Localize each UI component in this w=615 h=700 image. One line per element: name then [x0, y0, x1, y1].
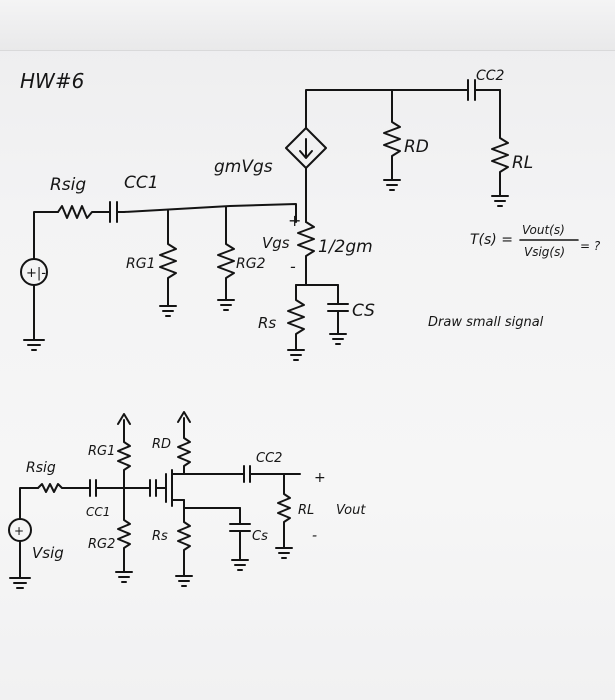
rl-resistor-orig — [277, 473, 291, 549]
monitor-top-bar — [0, 0, 615, 51]
rsig-resistor-orig — [37, 483, 85, 493]
rg2-resistor-orig — [117, 487, 131, 573]
rl-resistor — [491, 89, 509, 197]
rg1-label-orig: RG1 — [88, 444, 115, 459]
instruction-text: Draw small signal — [428, 315, 544, 330]
rd-resistor-orig — [177, 417, 191, 475]
rg1-label: RG1 — [126, 256, 155, 272]
ground-cs-orig — [231, 559, 249, 571]
cc1-capacitor — [103, 201, 125, 223]
ground-rg2 — [217, 299, 235, 311]
vout-minus: - — [312, 528, 317, 544]
transfer-question: = ? — [580, 239, 601, 253]
original-circuit: + Vsig Rsig CC1 RG1 RG2 RD — [8, 411, 366, 589]
vsig-plus: + — [14, 524, 24, 538]
cs-capacitor-orig — [229, 507, 251, 561]
rg1-resistor-orig — [117, 419, 131, 489]
transfer-numerator: Vout(s) — [522, 223, 565, 237]
cs-label: CS — [352, 301, 375, 321]
ground-rd — [383, 179, 401, 191]
rsig-resistor — [57, 205, 105, 219]
ground-rs-orig — [175, 575, 193, 587]
rg2-label-orig: RG2 — [88, 537, 115, 552]
source-wires — [33, 211, 59, 341]
ground-vsig — [9, 577, 31, 589]
rs-resistor — [287, 284, 305, 351]
cc1-label: CC1 — [124, 173, 159, 193]
vgs-minus: - — [290, 257, 296, 276]
vsig-wires — [19, 487, 39, 579]
cc2-label: CC2 — [476, 68, 505, 84]
ground-source — [23, 339, 45, 351]
rl-label: RL — [512, 153, 533, 173]
transfer-denominator: Vsig(s) — [524, 245, 565, 259]
rsig-label-orig: Rsig — [26, 460, 56, 476]
rl-label-orig: RL — [298, 503, 314, 518]
vout-plus: + — [314, 470, 326, 486]
rd-resistor — [383, 89, 401, 181]
rd-label: RD — [404, 137, 429, 157]
ground-rl-orig — [275, 547, 293, 559]
cc2-label-orig: CC2 — [256, 451, 282, 466]
top-rail — [305, 89, 459, 129]
inv-gm-label: 1/2gm — [318, 237, 373, 257]
gm-source-label: gmVgs — [214, 157, 273, 177]
gate-bus — [123, 203, 297, 223]
transfer-lhs: T(s) = — [470, 232, 513, 248]
ground-rs — [287, 349, 305, 361]
cc1-label-orig: CC1 — [86, 505, 110, 519]
source-node-wire — [295, 267, 339, 286]
cc2-capacitor — [457, 79, 501, 101]
rg2-label: RG2 — [236, 256, 266, 272]
vout-label: Vout — [336, 503, 366, 518]
inv-gm-resistor — [297, 221, 315, 269]
vdd-arrow-rd — [177, 411, 191, 423]
rg2-resistor — [217, 206, 235, 301]
rs-label-orig: Rs — [152, 529, 168, 544]
ground-cs — [329, 333, 347, 345]
rs-label: Rs — [258, 314, 276, 332]
vgs-plus: + — [288, 211, 301, 230]
transfer-function: T(s) = Vout(s) Vsig(s) = ? — [470, 223, 601, 259]
rd-label-orig: RD — [152, 437, 171, 452]
source-polarity: +|- — [26, 266, 46, 281]
ground-rg2-orig — [115, 571, 133, 583]
cs-capacitor — [327, 284, 349, 335]
cc2-capacitor-orig — [239, 465, 301, 483]
cs-label-orig: Cs — [252, 529, 268, 544]
current-direction-arrow — [299, 138, 313, 159]
small-signal-circuit: +|- Rsig CC1 RG1 RG2 gmVgs — [20, 68, 533, 361]
source-wire-orig — [183, 499, 241, 509]
rsig-label: Rsig — [50, 175, 86, 195]
vdd-arrow-rg1 — [117, 413, 131, 425]
gate-capacitor — [145, 479, 167, 497]
vgs-label: Vgs — [262, 234, 290, 252]
cc1-capacitor-orig — [83, 479, 113, 497]
rg1-resistor — [159, 209, 177, 307]
ground-rl — [491, 195, 509, 207]
rs-resistor-orig — [177, 507, 191, 577]
vsig-label: Vsig — [32, 544, 64, 562]
mosfet — [165, 469, 185, 507]
homework-title: HW#6 — [20, 69, 84, 93]
ground-rg1 — [159, 305, 177, 317]
